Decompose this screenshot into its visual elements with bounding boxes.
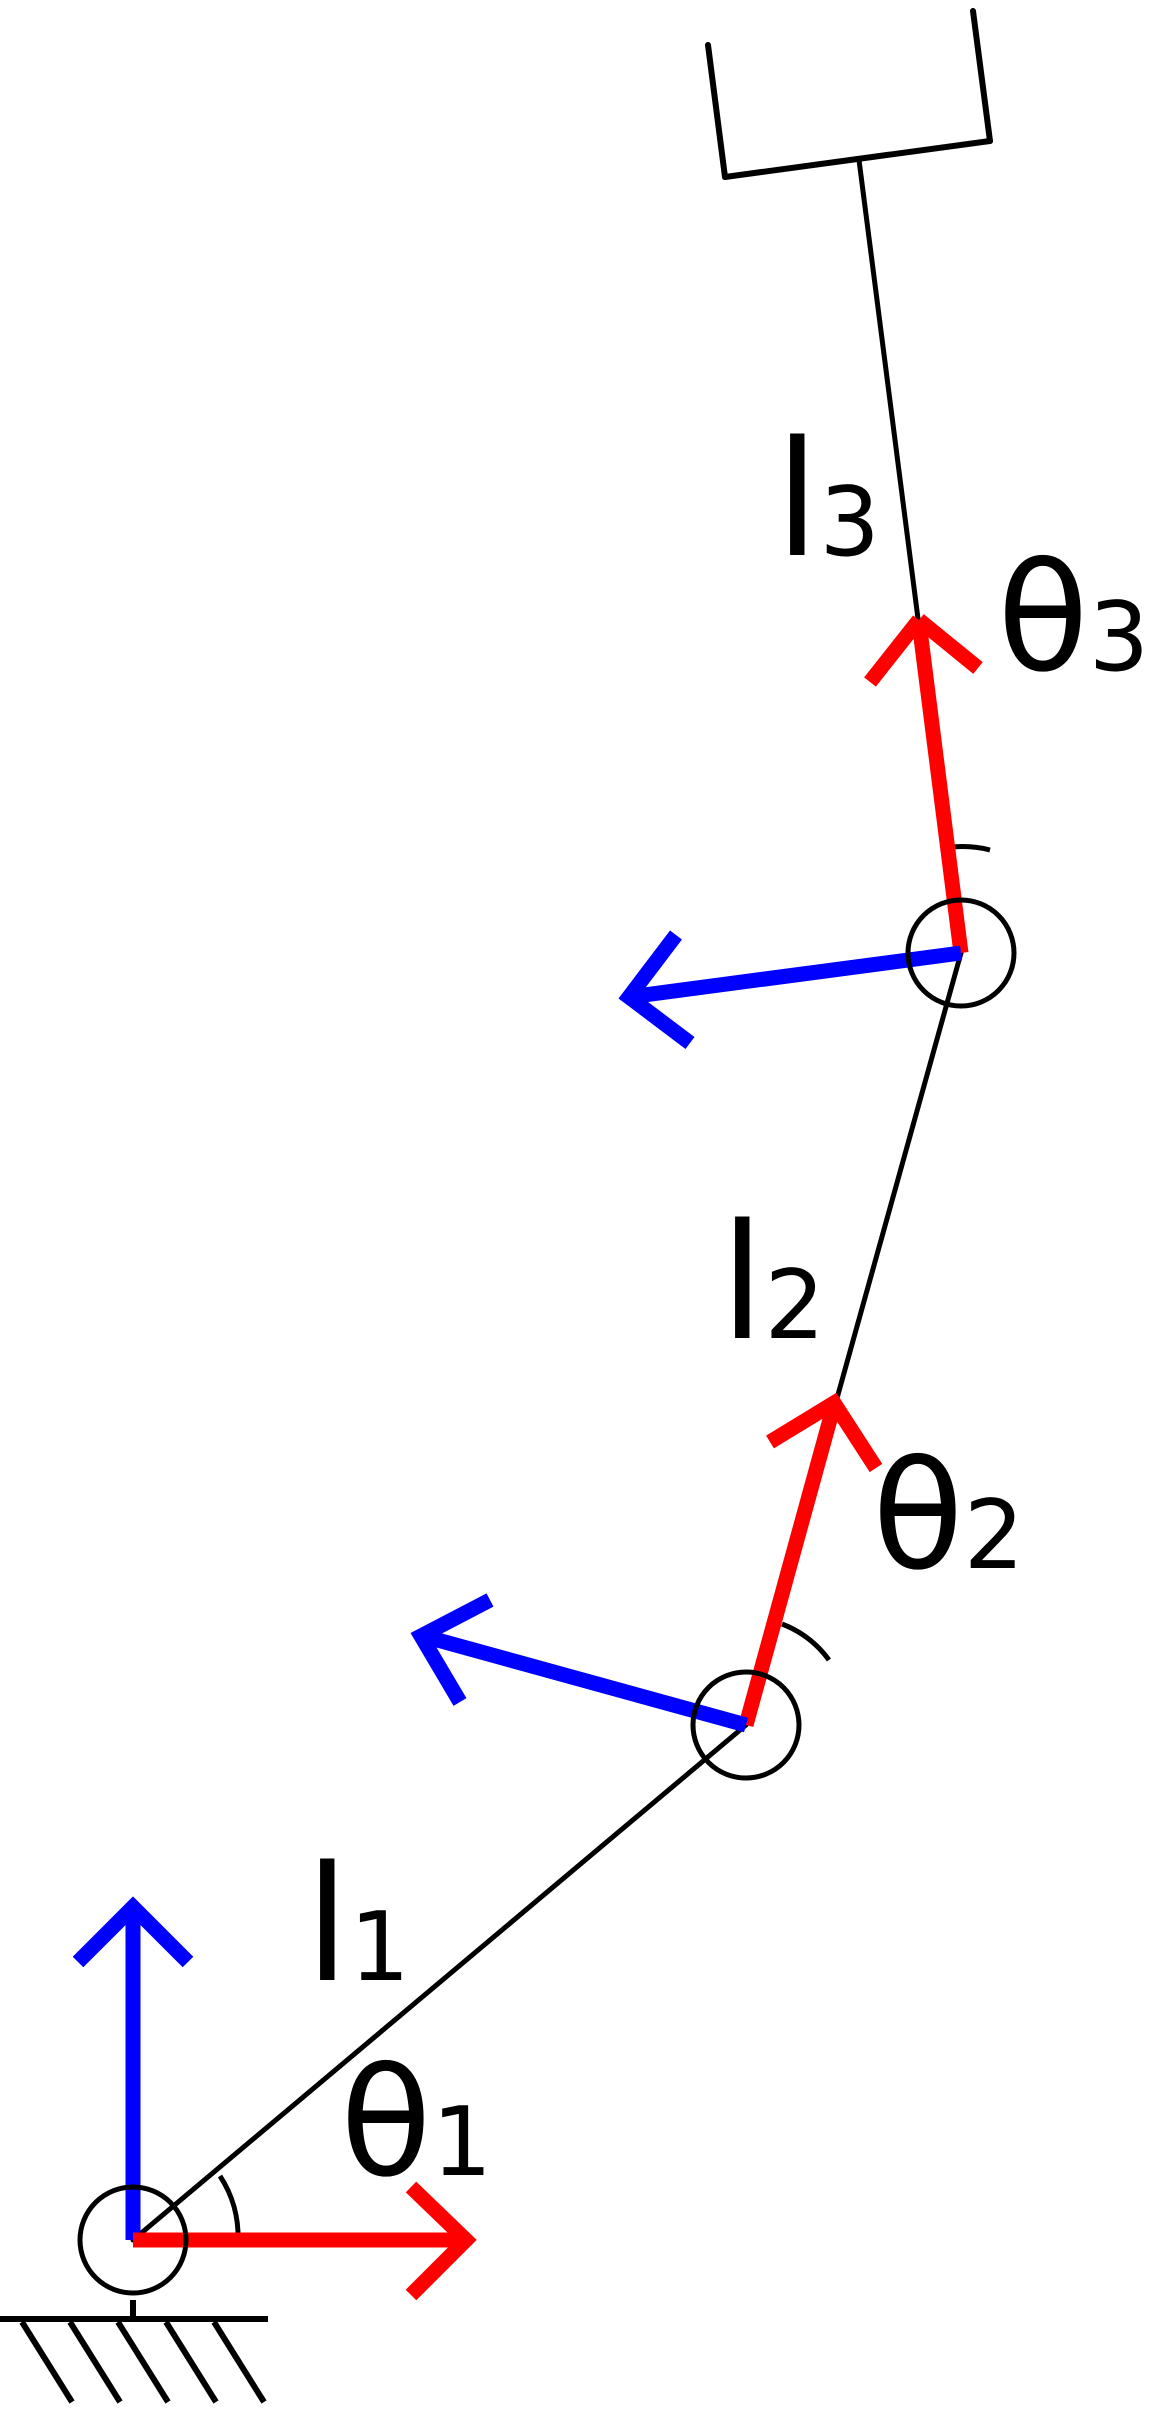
- label-theta1: θ1: [340, 2037, 492, 2211]
- frame-2-axes: [410, 1392, 883, 1733]
- frame-3-y-axis-arrow: [618, 930, 962, 1049]
- label-theta3-base: θ: [997, 532, 1089, 706]
- label-l2-base: l: [720, 1189, 764, 1376]
- theta3-arc: [952, 844, 991, 853]
- label-l1: l1: [305, 1831, 410, 2018]
- label-l3-sub: 3: [819, 468, 879, 578]
- frame-3-x-axis-arrow: [864, 614, 983, 954]
- joint-1: [77, 2184, 189, 2296]
- end-effector-gripper: [705, 8, 993, 180]
- gripper-base: [722, 138, 993, 180]
- ground-hatch: [211, 2320, 267, 2404]
- label-l3-base: l: [775, 406, 819, 593]
- ground-base: [0, 2300, 268, 2404]
- joints: [77, 897, 1017, 2296]
- frame-3-axes: [618, 614, 983, 1049]
- label-l1-sub: 1: [349, 1893, 409, 2003]
- label-l1-base: l: [305, 1831, 349, 2018]
- label-theta3: θ3: [997, 532, 1149, 706]
- frame-1-y-axis-arrow: [72, 1896, 194, 2240]
- joint-3: [905, 897, 1017, 1009]
- labels: l1 l2 l3 θ1 θ2 θ3: [305, 406, 1149, 2211]
- ground-hatch: [115, 2320, 171, 2404]
- label-theta2-sub: 2: [964, 1481, 1024, 1591]
- label-theta2-base: θ: [872, 1430, 964, 1604]
- joint-2: [690, 1669, 802, 1781]
- gripper-finger-right: [970, 8, 993, 144]
- gripper-finger-left: [705, 42, 728, 180]
- label-theta3-sub: 3: [1089, 583, 1149, 693]
- label-l2: l2: [720, 1189, 825, 1376]
- label-theta1-base: θ: [340, 2037, 432, 2211]
- label-theta2: θ2: [872, 1430, 1024, 1604]
- label-theta1-sub: 1: [432, 2088, 492, 2198]
- ground-hatch: [163, 2320, 219, 2404]
- label-l2-sub: 2: [764, 1251, 824, 1361]
- link-1: [130, 1722, 749, 2243]
- theta1-arc: [217, 2174, 241, 2241]
- theta2-arc: [781, 1621, 832, 1662]
- ground-hatch: [67, 2320, 123, 2404]
- frame-2-y-axis-arrow: [410, 1593, 748, 1733]
- label-l3: l3: [775, 406, 880, 593]
- ground-hatch: [19, 2320, 75, 2404]
